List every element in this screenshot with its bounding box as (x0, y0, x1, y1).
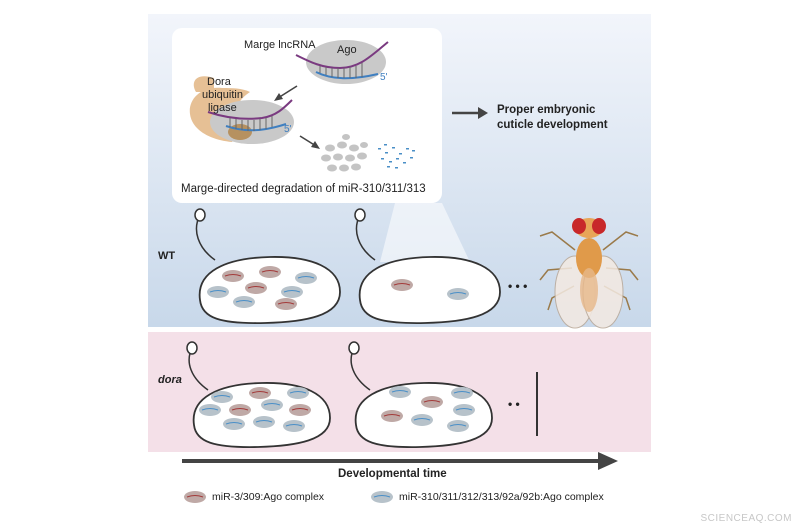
legend-label-2: miR-310/311/312/313/92a/92b:Ago complex (399, 491, 604, 503)
legend-swatch-gray (371, 491, 393, 503)
dora-ligase-label-2: ubiquitin (202, 89, 243, 101)
marge-lncrna-label: Marge lncRNA (244, 39, 316, 51)
dora-ligase-label-3: ligase (208, 102, 237, 114)
legend-label-1: miR-3/309:Ago complex (212, 491, 325, 503)
bound-lncrna-strand (207, 99, 293, 120)
time-arrow-head (598, 452, 618, 470)
fruit-fly (539, 218, 639, 329)
base-pairs (319, 63, 363, 78)
ago-label: Ago (337, 44, 357, 56)
outcome-arrow-head (478, 107, 488, 119)
dora-ligase-label-1: Dora (207, 76, 231, 88)
wt-embryo-2 (354, 208, 501, 324)
outcome-line-1: Proper embryonic (497, 104, 596, 116)
bound-base-pairs (229, 116, 273, 131)
five-prime-label-1: 5' (380, 72, 388, 83)
marge-lncrna-strand (295, 41, 389, 70)
legend-swatch-brown (184, 491, 206, 503)
degraded-mirna-fragments (378, 144, 415, 169)
dora-ligase-lobe (193, 76, 214, 92)
mirna-strand (315, 71, 379, 80)
zoom-wedge (380, 203, 470, 262)
outcome-line-2: cuticle development (497, 119, 608, 131)
dora-embryo-1-complexes (199, 387, 311, 432)
wt-label: WT (158, 250, 176, 262)
wt-ellipsis: • • • (508, 279, 528, 293)
dora-ellipsis: • • (508, 397, 520, 411)
dora-embryo-2 (348, 341, 493, 448)
degraded-ago-fragments (321, 134, 368, 172)
wt-embryo-1-complexes (207, 266, 317, 310)
watermark: SCIENCEAQ.COM (700, 513, 792, 524)
dora-label: dora (158, 374, 182, 386)
five-prime-label-2: 5' (284, 124, 292, 135)
inset-arrow-1-head (274, 93, 283, 101)
inset-caption: Marge-directed degradation of miR-310/31… (181, 183, 426, 195)
inset-arrow-1 (277, 85, 298, 99)
time-axis-label: Developmental time (338, 468, 447, 480)
inset-arrow-2-head (311, 141, 320, 149)
